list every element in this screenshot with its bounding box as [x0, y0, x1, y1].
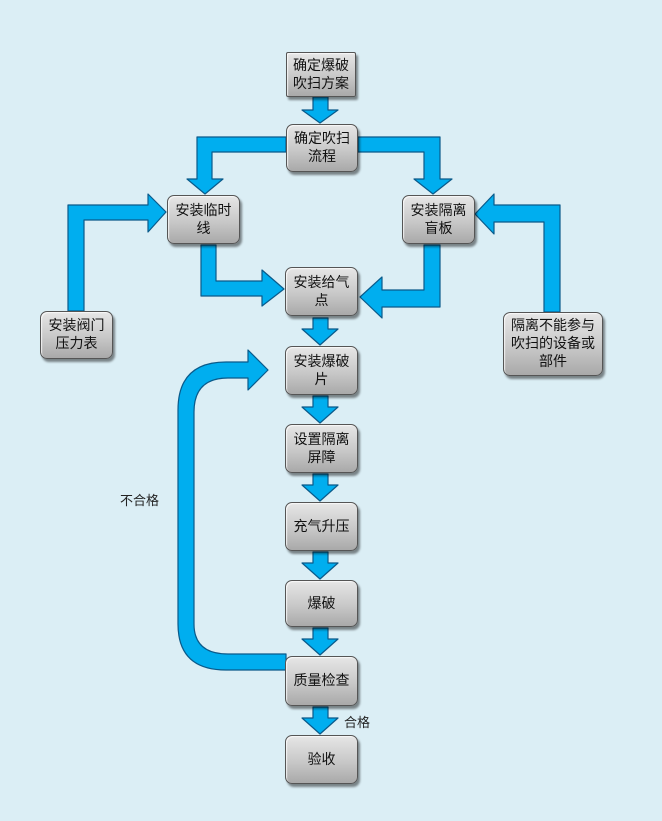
arrow-gauge-to-temp-line — [67, 193, 167, 312]
arrow-gas-point-to-rupture-disc — [301, 317, 339, 346]
node-pressurize: 充气升压 — [285, 502, 358, 551]
node-acceptance: 验收 — [285, 735, 358, 784]
node-confirm-plan: 确定爆破 吹扫方案 — [286, 52, 356, 97]
node-set-barrier: 设置隔离 屏障 — [285, 424, 358, 473]
arrow-isolate-to-blind — [474, 193, 561, 313]
node-install-gas-point: 安装给气 点 — [285, 267, 358, 316]
node-install-blind: 安装隔离 盲板 — [402, 195, 475, 244]
arrow-flow-to-blind — [357, 136, 453, 195]
arrow-rupture-disc-to-barrier — [301, 395, 339, 424]
arrow-barrier-to-pressurize — [301, 473, 339, 502]
arrow-blast-to-quality-check — [301, 627, 339, 656]
node-blast: 爆破 — [285, 580, 358, 627]
arrow-quality-check-to-acceptance — [301, 706, 339, 735]
node-isolate-equipment: 隔离不能参与 吹扫的设备或 部件 — [503, 312, 603, 376]
node-install-temp-line: 安装临时 线 — [167, 195, 240, 244]
arrow-temp-line-to-gas-point — [200, 244, 285, 307]
node-install-rupture-disc: 安装爆破 片 — [285, 346, 358, 395]
label-fail: 不合格 — [120, 494, 160, 509]
arrow-fail-loop — [177, 349, 287, 671]
node-confirm-flow: 确定吹扫 流程 — [286, 124, 358, 172]
node-quality-check: 质量检查 — [285, 656, 358, 706]
arrow-flow-to-temp-line — [186, 136, 287, 195]
arrow-plan-to-flow — [301, 96, 339, 124]
arrow-pressurize-to-blast — [301, 551, 339, 580]
label-pass: 合格 — [344, 716, 371, 731]
arrow-blind-to-gas-point — [359, 244, 441, 319]
node-install-valve-gauge: 安装阀门 压力表 — [40, 311, 113, 359]
